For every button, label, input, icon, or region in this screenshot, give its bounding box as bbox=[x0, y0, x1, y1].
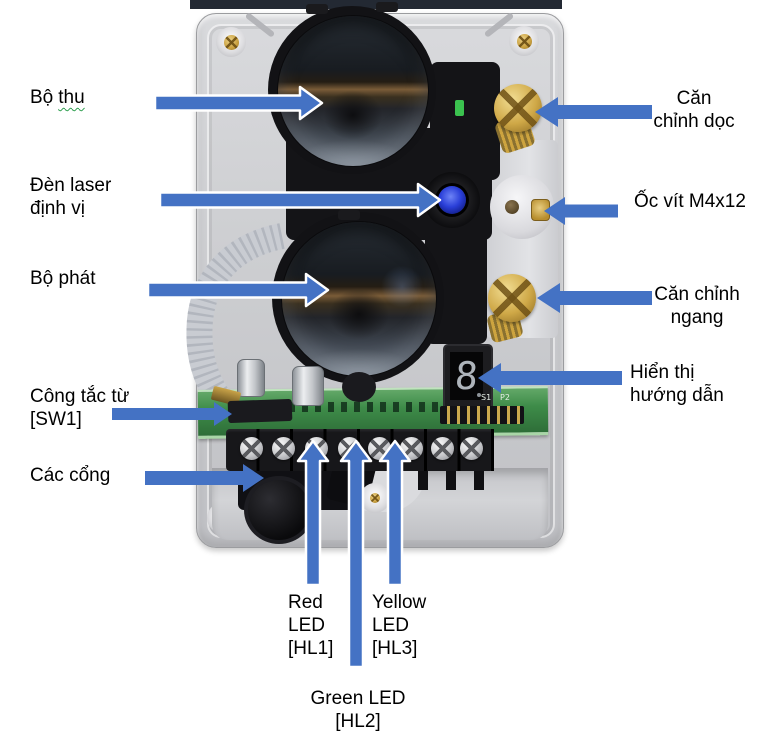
terminal-screw bbox=[305, 437, 328, 460]
label-yellow-led: Yellow LED [HL3] bbox=[372, 591, 426, 660]
label-bo-thu-word: thu bbox=[58, 87, 85, 108]
label-line: ngang bbox=[670, 307, 724, 328]
lens-tab bbox=[306, 4, 328, 14]
seven-segment-dot bbox=[477, 393, 481, 397]
pcb-silkscreen-p2: P2 bbox=[500, 393, 510, 402]
module-green-led bbox=[455, 100, 464, 116]
pcb-components-row bbox=[250, 402, 450, 412]
label-hien-thi: Hiển thị hướng dẫn bbox=[630, 361, 724, 407]
label-line: [HL1] bbox=[288, 638, 334, 659]
corner-screw bbox=[216, 27, 246, 57]
terminal-screw bbox=[400, 437, 423, 460]
transmitter-lens bbox=[281, 221, 437, 377]
label-red-led: Red LED [HL1] bbox=[288, 591, 333, 660]
adjuster-disc-screw bbox=[505, 200, 519, 214]
label-line: [HL2] bbox=[335, 711, 381, 732]
label-line: Căn chỉnh bbox=[654, 284, 740, 305]
label-line: chỉnh dọc bbox=[653, 111, 735, 132]
label-line: [SW1] bbox=[30, 409, 82, 430]
label-line: LED bbox=[372, 615, 409, 636]
pcb-silkscreen-s1: S1 bbox=[481, 393, 492, 402]
seven-segment-window: 8 bbox=[450, 352, 483, 400]
lens-tab bbox=[338, 210, 360, 220]
label-line: hướng dẫn bbox=[630, 385, 724, 406]
terminal-screw bbox=[431, 437, 454, 460]
capacitor bbox=[292, 366, 324, 406]
corner-screw-head bbox=[223, 34, 239, 50]
terminal-leg bbox=[474, 468, 484, 490]
corner-screw bbox=[509, 26, 539, 56]
pin-header bbox=[440, 406, 524, 424]
round-component bbox=[342, 372, 376, 402]
label-cong-tac-tu: Công tắc từ [SW1] bbox=[30, 385, 129, 431]
terminal-screw bbox=[368, 437, 391, 460]
label-cac-cong: Các cổng bbox=[30, 465, 111, 486]
seven-segment-digit: 8 bbox=[453, 354, 480, 398]
terminal-screw bbox=[460, 437, 483, 460]
magnetic-switch-sw1 bbox=[227, 398, 293, 424]
center-screw-boss bbox=[360, 483, 390, 513]
corner-screw-head bbox=[516, 33, 532, 49]
m4x12-screw bbox=[531, 199, 550, 221]
horizontal-adjust-thumbscrew bbox=[488, 274, 536, 322]
receiver-lens bbox=[277, 15, 429, 167]
label-bo-phat: Bộ phát bbox=[30, 268, 96, 289]
terminal-leg bbox=[446, 468, 456, 490]
vertical-adjust-thumbscrew bbox=[494, 84, 542, 132]
label-oc-vit: Ốc vít M4x12 bbox=[634, 191, 746, 212]
terminal-screw bbox=[240, 437, 263, 460]
label-line: Căn bbox=[676, 88, 712, 109]
terminal-leg bbox=[418, 468, 428, 490]
center-screw-head bbox=[370, 493, 380, 503]
label-line: định vị bbox=[30, 198, 85, 219]
terminal-screw bbox=[272, 437, 295, 460]
label-line: LED bbox=[288, 615, 325, 636]
label-line: Hiển thị bbox=[630, 362, 695, 383]
label-bo-thu: Bộ thu bbox=[30, 86, 85, 109]
label-bo-thu-prefix: Bộ bbox=[30, 87, 54, 108]
label-line: Đèn laser bbox=[30, 175, 112, 196]
label-line: Red bbox=[288, 592, 323, 613]
label-line: [HL3] bbox=[372, 638, 418, 659]
terminal-screw bbox=[338, 437, 361, 460]
capacitor bbox=[237, 359, 265, 397]
label-line: Yellow bbox=[372, 592, 427, 613]
label-can-chinh-ngang: Căn chỉnh ngang bbox=[642, 283, 752, 329]
label-can-chinh-doc: Căn chỉnh dọc bbox=[638, 87, 750, 133]
cable-gland bbox=[244, 476, 314, 544]
label-den-laser: Đèn laser định vị bbox=[30, 174, 111, 220]
label-green-led: Green LED [HL2] bbox=[293, 687, 423, 733]
label-line: Green LED bbox=[310, 688, 406, 709]
label-line: Công tắc từ bbox=[30, 386, 130, 407]
lens-tab bbox=[376, 2, 398, 12]
laser-pointer-lens bbox=[438, 186, 466, 214]
